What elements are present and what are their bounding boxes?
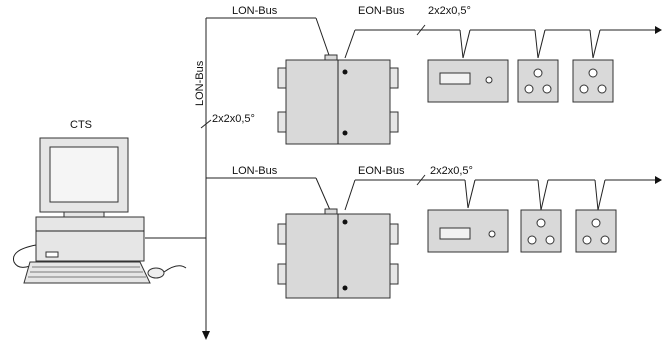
eon-bus-label-row2: EON-Bus [358, 165, 405, 177]
wall-sensor-icon [575, 209, 617, 253]
lon-bus-label-row1: LON-Bus [232, 5, 278, 17]
air-handling-unit-icon [277, 208, 399, 299]
eon-bus-label-row1: EON-Bus [358, 5, 405, 17]
arrow-right-icon [655, 176, 662, 184]
cable-label-row2: 2x2x0,5° [430, 165, 473, 177]
lon-bus-label-vertical: LON-Bus [194, 60, 206, 106]
wall-sensor-icon [572, 59, 614, 103]
cts-label: CTS [70, 119, 92, 131]
control-panel-icon [427, 59, 509, 103]
arrow-right-icon [655, 26, 662, 34]
wall-sensor-icon [517, 59, 559, 103]
bus-lines [145, 17, 662, 340]
arrow-down-icon [202, 331, 210, 340]
lon-bus-label-row2: LON-Bus [232, 165, 278, 177]
computer-icon [12, 137, 187, 284]
wall-sensor-icon [520, 209, 562, 253]
air-handling-unit-icon [277, 54, 399, 145]
cable-label-vertical: 2x2x0,5° [212, 113, 255, 125]
cable-label-row1: 2x2x0,5° [428, 5, 471, 17]
control-panel-icon [427, 209, 509, 253]
